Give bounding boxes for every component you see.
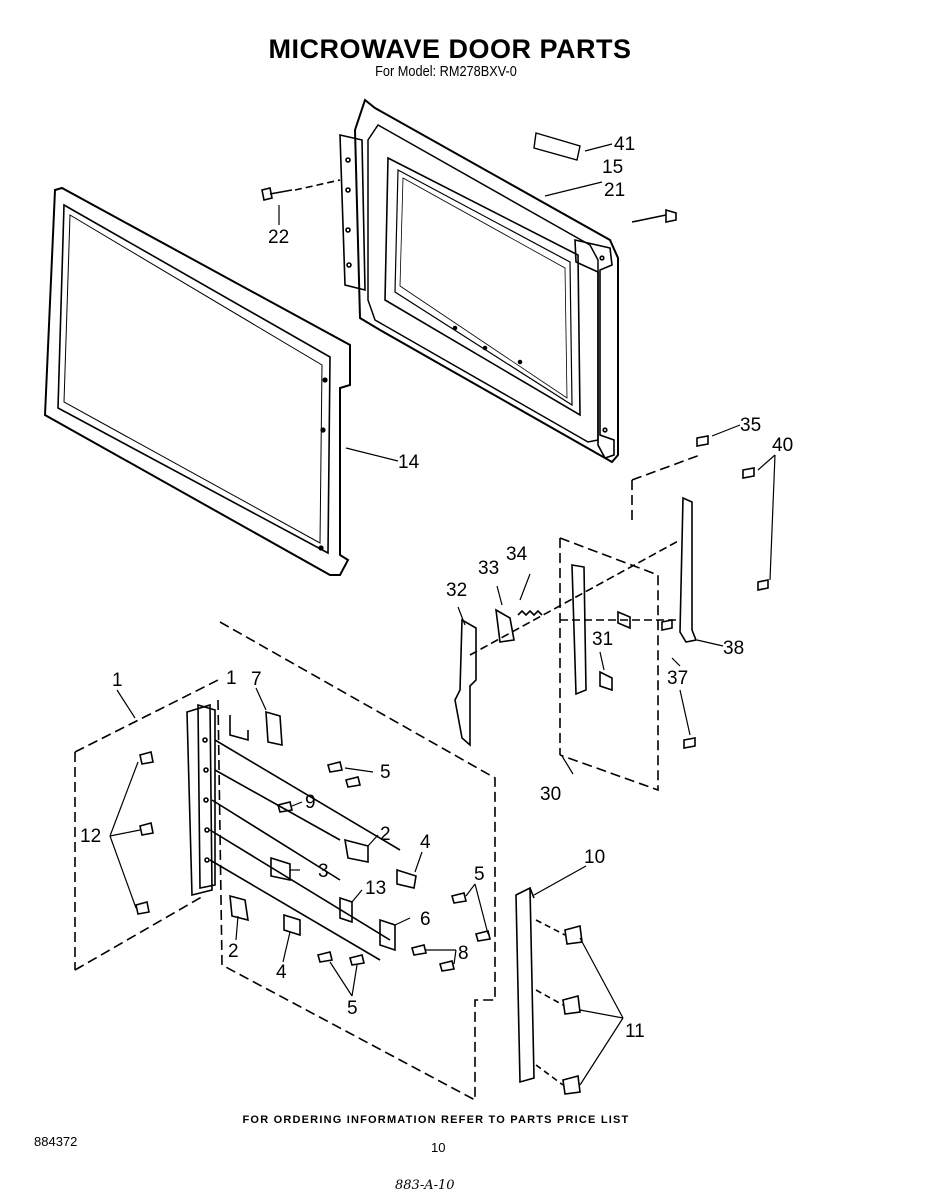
callout-7: 7	[251, 669, 262, 690]
callout-1b: 1	[226, 668, 237, 689]
ordering-info-note: FOR ORDERING INFORMATION REFER TO PARTS …	[242, 1114, 630, 1126]
callout-33: 33	[478, 558, 499, 579]
lower-latch-frame-part	[74, 621, 583, 1102]
callout-15: 15	[602, 157, 623, 178]
callout-labels: 41 15 21 22 14 35 40 34 33 32 31 38 37 3…	[80, 134, 793, 1042]
callout-22: 22	[268, 227, 289, 248]
callout-5b: 5	[474, 864, 485, 885]
callout-4b: 4	[276, 962, 287, 983]
document-number: 884372	[34, 1134, 78, 1149]
callout-41: 41	[614, 134, 635, 155]
callout-3: 3	[318, 861, 329, 882]
model-subtitle: For Model: RM278BXV-0	[375, 63, 517, 80]
callout-5c: 5	[347, 998, 358, 1019]
callout-35: 35	[740, 415, 761, 436]
callout-40: 40	[772, 435, 793, 456]
callout-14: 14	[398, 452, 420, 473]
screw-part-21	[631, 208, 677, 223]
callout-37: 37	[667, 668, 688, 689]
screw-part-22	[261, 179, 341, 201]
callout-13: 13	[365, 878, 386, 899]
callout-1a: 1	[112, 670, 123, 691]
callout-32: 32	[446, 580, 467, 601]
page-number: 10	[431, 1140, 446, 1155]
door-frame-part	[43, 186, 351, 576]
callout-6: 6	[420, 909, 431, 930]
page-title: MICROWAVE DOOR PARTS	[268, 34, 632, 64]
callout-11: 11	[625, 1021, 645, 1042]
callout-31: 31	[592, 629, 613, 650]
handwritten-code: 883-A-10	[395, 1178, 455, 1193]
callout-12: 12	[80, 826, 101, 847]
inner-door-part	[339, 98, 619, 464]
callout-9: 9	[305, 792, 316, 813]
callout-5a: 5	[380, 762, 391, 783]
latch-assembly-part	[454, 435, 769, 792]
callout-2a: 2	[380, 824, 391, 845]
callout-2b: 2	[228, 941, 239, 962]
leader-lines	[109, 143, 776, 1086]
callout-38: 38	[723, 638, 744, 659]
callout-34: 34	[506, 544, 528, 565]
callout-8: 8	[458, 943, 469, 964]
callout-30: 30	[540, 784, 561, 805]
callout-10: 10	[584, 847, 605, 868]
callout-4a: 4	[420, 832, 431, 853]
callout-21: 21	[604, 180, 625, 201]
